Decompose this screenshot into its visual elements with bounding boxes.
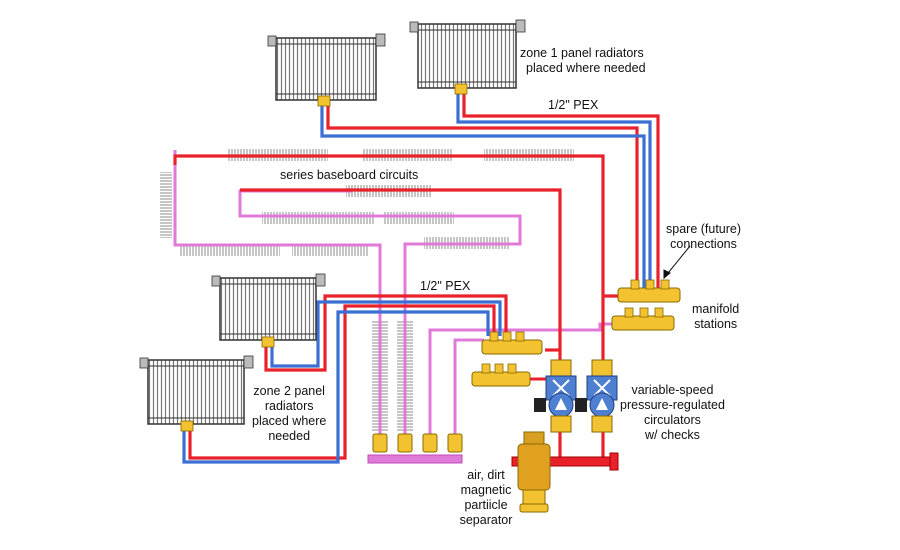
zone1-radiator-2 — [409, 19, 526, 95]
baseboard-loop-return-b — [453, 338, 484, 440]
baseboard-fin — [160, 172, 172, 238]
label-zone1: zone 1 panel radiators placed where need… — [520, 46, 646, 75]
zone1-rad1-return — [320, 100, 646, 290]
baseboard-valves — [372, 433, 463, 453]
manifold-zone1-return — [611, 307, 675, 331]
baseboard-supply-main — [173, 154, 605, 460]
separator-assembly — [511, 431, 619, 513]
label-manifold: manifold stations — [692, 302, 740, 331]
label-circulators: variable-speed pressure-regulated circul… — [620, 383, 725, 442]
manifold-zone2-return — [471, 363, 560, 387]
circulator-left — [534, 359, 577, 433]
manifold-zone2-supply — [481, 331, 543, 355]
zone1-rad1-supply — [326, 100, 639, 290]
circulator-right — [575, 359, 618, 433]
label-spare: spare (future) connections — [666, 222, 742, 251]
label-pex-mid: 1/2" PEX — [420, 279, 471, 293]
zone2-radiator-2 — [139, 355, 254, 432]
zone2-radiator-1 — [211, 273, 326, 348]
baseboard-fin — [180, 244, 280, 256]
baseboard-loop-outer — [173, 150, 382, 440]
zone2-rad2-supply — [188, 304, 496, 460]
baseboard-loop-return-a — [428, 322, 630, 440]
zone2-rad1-return — [270, 300, 502, 368]
baseboard-fins — [160, 149, 574, 432]
baseboard-fin — [262, 212, 374, 224]
label-series-baseboard: series baseboard circuits — [280, 168, 419, 182]
label-zone2: zone 2 panel radiators placed where need… — [252, 384, 327, 443]
label-separator: air, dirt magnetic partiicle separator — [459, 468, 513, 527]
label-pex-top: 1/2" PEX — [548, 98, 599, 112]
manifold-zone1-supply — [617, 279, 681, 303]
zone1-rad2-supply — [462, 88, 660, 290]
baseboard-fin — [292, 244, 368, 256]
zone2-rad1-supply — [264, 294, 508, 372]
zone2-rad2-return — [182, 310, 490, 464]
zone1-rad2-return — [456, 88, 652, 290]
callout-leaders — [663, 245, 691, 280]
zone1-radiator-1 — [267, 33, 386, 107]
baseboard-fin — [384, 212, 454, 224]
pink-header — [367, 454, 463, 464]
return-piping — [182, 88, 652, 464]
